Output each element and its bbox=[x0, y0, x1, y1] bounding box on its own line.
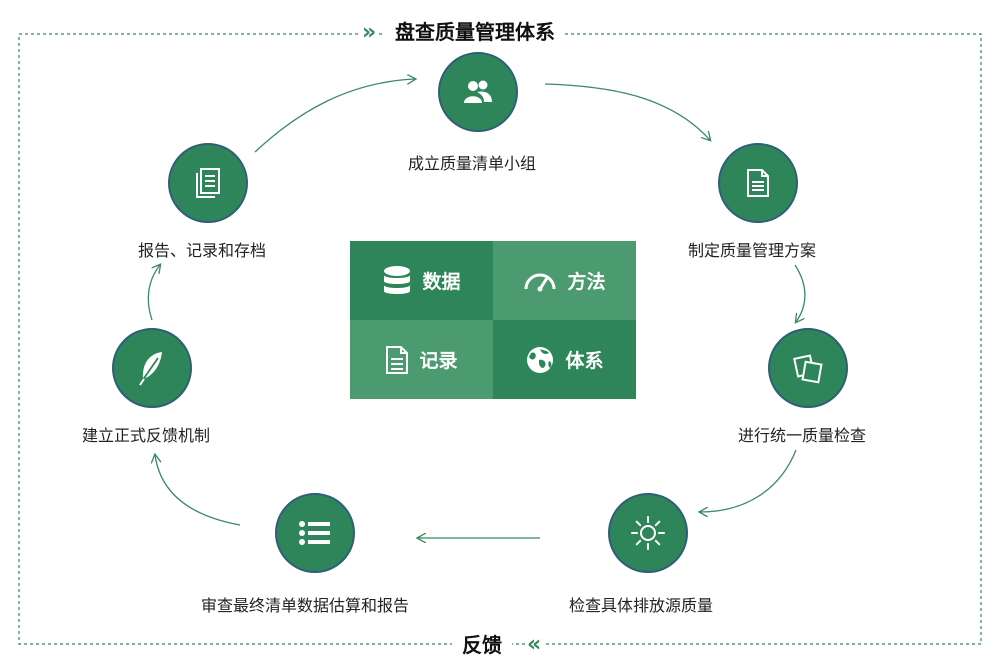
node-team bbox=[438, 52, 518, 132]
list-icon bbox=[299, 521, 330, 545]
node-source-check bbox=[608, 493, 688, 573]
center-tile-system: 体系 bbox=[493, 320, 636, 399]
node-unified-check bbox=[768, 328, 848, 408]
file-icon bbox=[386, 345, 409, 374]
center-tile-record: 记录 bbox=[350, 320, 493, 399]
center-tile-record-label: 记录 bbox=[419, 350, 458, 372]
feather-icon bbox=[139, 352, 162, 386]
arrow-review-to-feedback bbox=[155, 455, 241, 526]
node-source-check-label: 检查具体排放源质量 bbox=[569, 596, 714, 615]
report-icon bbox=[196, 168, 220, 198]
node-review-label: 审查最终清单数据估算和报告 bbox=[201, 596, 410, 615]
node-plan-label: 制定质量管理方案 bbox=[688, 241, 817, 260]
arrow-check-to-source bbox=[700, 449, 797, 512]
users-icon bbox=[464, 80, 492, 103]
cards-icon bbox=[793, 354, 823, 384]
arrow-feedback-to-report bbox=[147, 265, 160, 321]
globe-icon bbox=[527, 346, 554, 373]
arrow-team-to-plan bbox=[544, 83, 710, 140]
database-icon bbox=[384, 265, 411, 294]
feedback-title: 反馈 bbox=[452, 629, 512, 658]
node-feedback bbox=[112, 328, 192, 408]
arrow-plan-to-check bbox=[794, 264, 806, 322]
document-icon bbox=[747, 169, 769, 197]
node-report-label: 报告、记录和存档 bbox=[138, 241, 267, 260]
node-team-label: 成立质量清单小组 bbox=[408, 154, 537, 173]
chevron-right-icon: » bbox=[360, 20, 379, 45]
node-report bbox=[168, 143, 248, 223]
center-tile-data: 数据 bbox=[350, 241, 493, 320]
center-tile-method-label: 方法 bbox=[567, 271, 606, 293]
center-tile-method: 方法 bbox=[493, 241, 636, 320]
node-review bbox=[275, 493, 355, 573]
sun-icon bbox=[631, 516, 665, 550]
arrow-report-to-team bbox=[254, 79, 415, 153]
chevron-left-icon: « bbox=[525, 632, 544, 657]
node-unified-check-label: 进行统一质量检查 bbox=[738, 426, 867, 445]
node-plan bbox=[718, 143, 798, 223]
gauge-icon bbox=[524, 273, 556, 291]
center-tile-data-label: 数据 bbox=[422, 271, 461, 293]
diagram-title: 盘查质量管理体系 bbox=[385, 16, 565, 45]
node-feedback-label: 建立正式反馈机制 bbox=[82, 426, 211, 445]
center-tile-system-label: 体系 bbox=[565, 350, 604, 372]
